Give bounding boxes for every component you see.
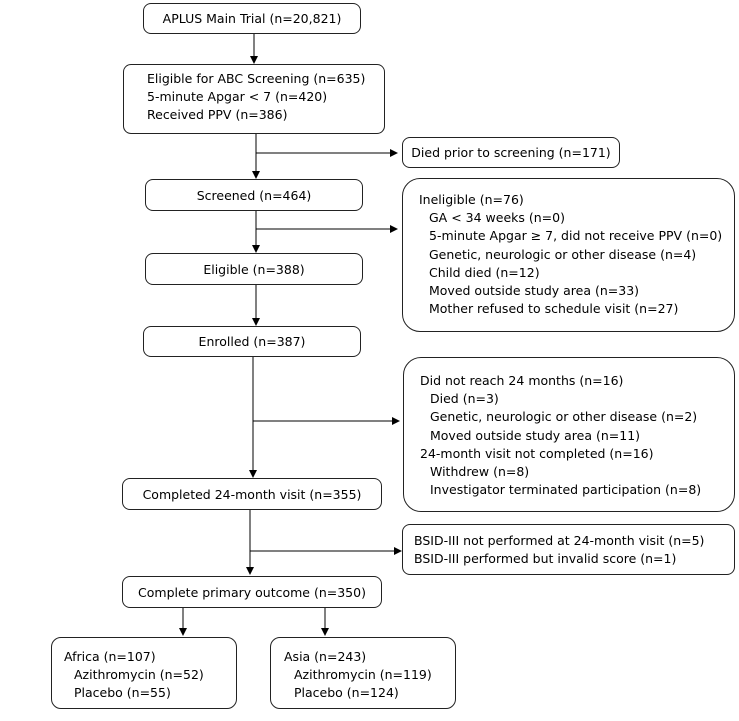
main-trial-label: APLUS Main Trial (n=20,821) [162,11,342,26]
died-prior-label: Died prior to screening (n=171) [411,145,611,160]
asia-item: Azithromycin (n=119) [294,667,432,683]
ineligible-item: Child died (n=12) [429,264,540,280]
not-reach-title: Did not reach 24 months (n=16) [420,373,624,388]
ineligible-item: GA < 34 weeks (n=0) [429,210,565,226]
eligible-box: Eligible (n=388) [145,253,363,285]
asia-item: Placebo (n=124) [294,685,399,701]
ineligible-item: Moved outside study area (n=33) [429,283,640,299]
asia-title: Asia (n=243) [284,649,367,664]
ineligible-item: Mother refused to schedule visit (n=27) [429,301,679,317]
visit-not-completed-title: 24-month visit not completed (n=16) [420,445,654,461]
primary-outcome-label: Complete primary outcome (n=350) [138,584,366,600]
ineligible-box: Ineligible (n=76) GA < 34 weeks (n=0) 5-… [402,178,735,332]
asia-box: Asia (n=243) Azithromycin (n=119) Placeb… [270,637,456,709]
ineligible-item: 5-minute Apgar ≥ 7, did not receive PPV … [429,228,723,244]
africa-item: Azithromycin (n=52) [74,667,204,683]
eligible-abc-item: Received PPV (n=386) [147,107,288,123]
main-trial-box: APLUS Main Trial (n=20,821) [143,3,361,34]
bsid-box: BSID-III not performed at 24-month visit… [402,524,735,575]
not-reach-item: Moved outside study area (n=11) [430,427,641,443]
africa-box: Africa (n=107) Azithromycin (n=52) Place… [51,637,237,709]
africa-title: Africa (n=107) [64,649,156,664]
bsid-item: BSID-III not performed at 24-month visit… [414,533,705,548]
not-reach-item: Died (n=3) [430,391,499,407]
died-prior-box: Died prior to screening (n=171) [402,137,620,168]
ineligible-title: Ineligible (n=76) [419,192,524,207]
africa-item: Placebo (n=55) [74,685,171,701]
eligible-label: Eligible (n=388) [203,261,305,277]
eligible-abc-item: 5-minute Apgar < 7 (n=420) [147,89,328,105]
ineligible-item: Genetic, neurologic or other disease (n=… [429,246,697,262]
eligible-abc-title: Eligible for ABC Screening (n=635) [147,71,366,86]
enrolled-box: Enrolled (n=387) [143,326,361,357]
screened-box: Screened (n=464) [145,179,363,211]
screened-label: Screened (n=464) [196,187,312,203]
completed-24-label: Completed 24-month visit (n=355) [142,486,362,502]
visit-not-completed-item: Investigator terminated participation (n… [430,482,702,498]
eligible-abc-box: Eligible for ABC Screening (n=635) 5-min… [123,64,385,134]
not-reach-box: Did not reach 24 months (n=16) Died (n=3… [403,357,735,512]
primary-outcome-box: Complete primary outcome (n=350) [122,576,382,608]
visit-not-completed-item: Withdrew (n=8) [430,464,530,480]
bsid-item: BSID-III performed but invalid score (n=… [414,551,677,567]
not-reach-item: Genetic, neurologic or other disease (n=… [430,409,698,425]
enrolled-label: Enrolled (n=387) [198,334,306,349]
completed-24-box: Completed 24-month visit (n=355) [122,478,382,510]
